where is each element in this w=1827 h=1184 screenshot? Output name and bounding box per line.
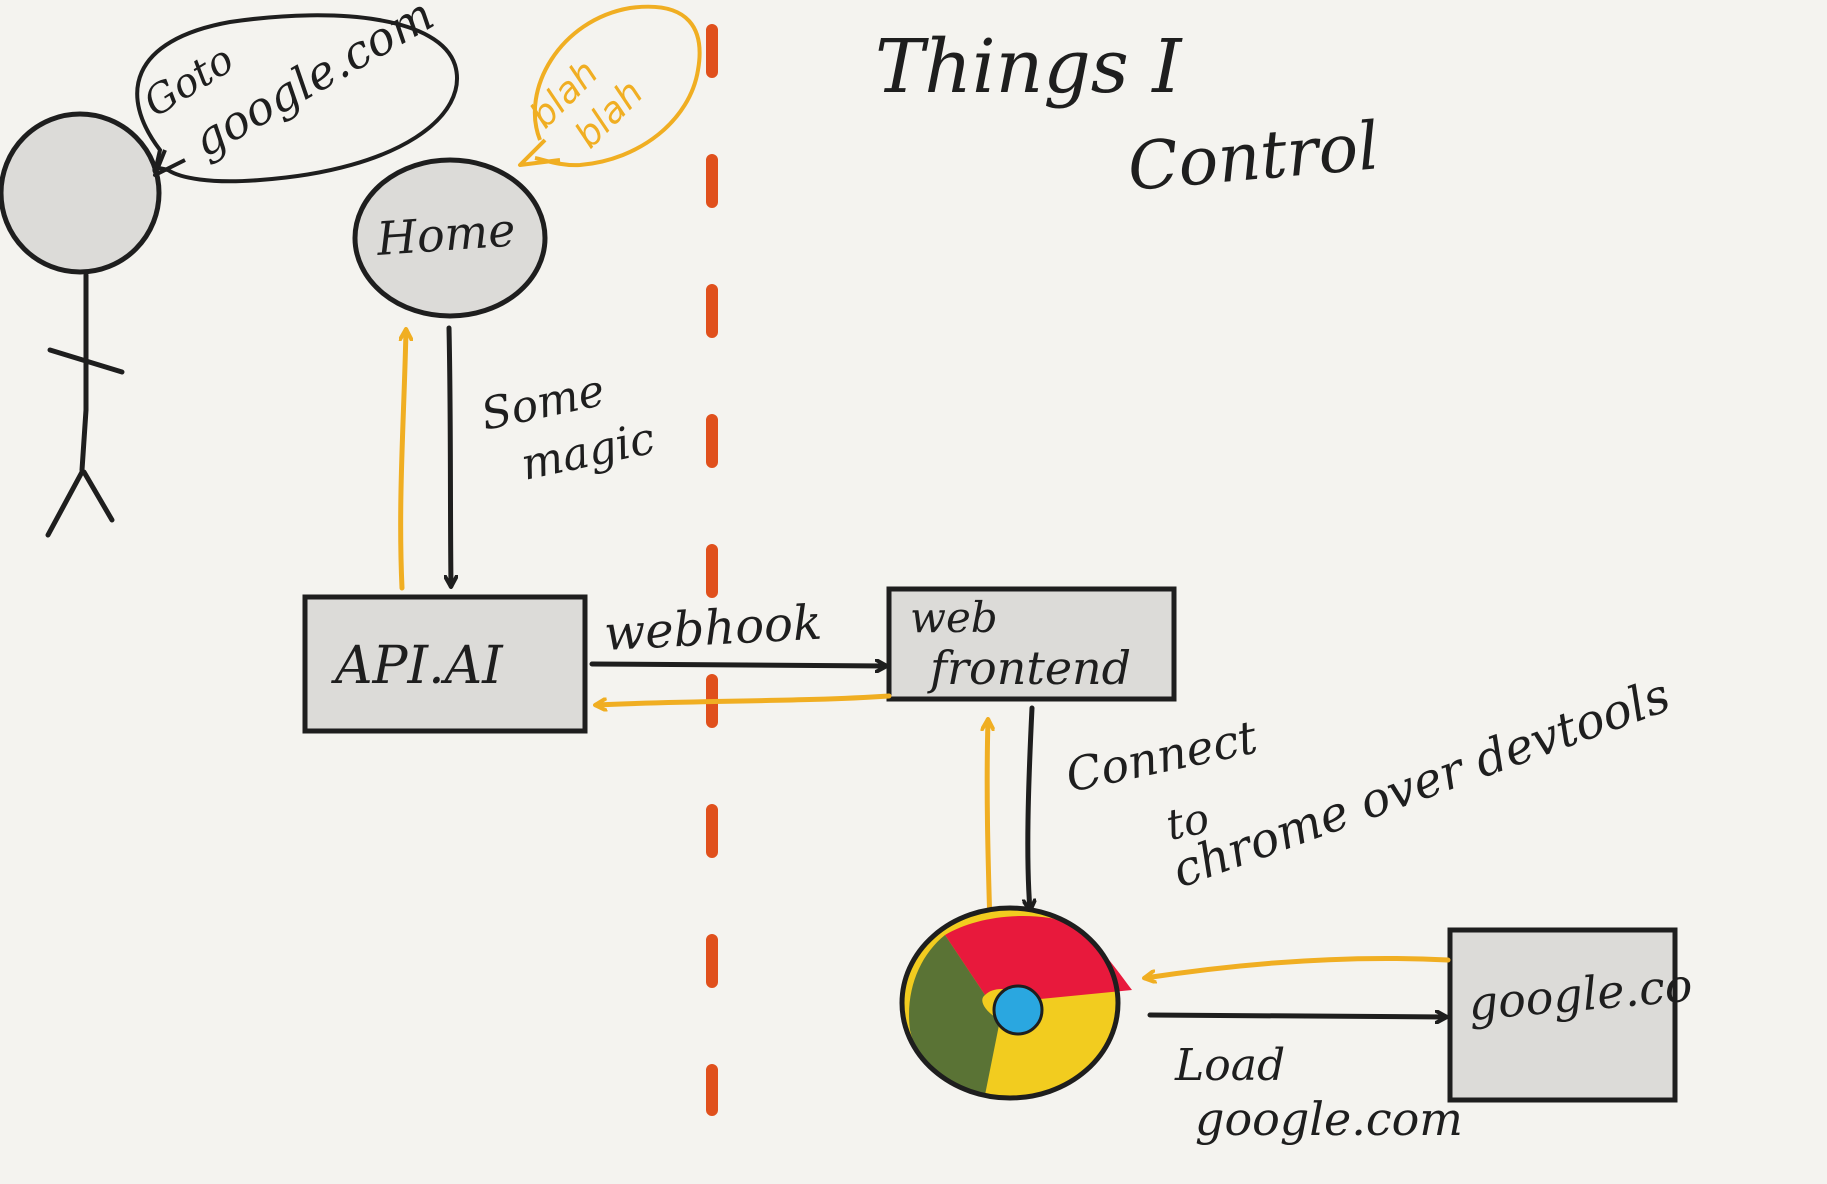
api-ai-label: API.AI <box>331 636 504 696</box>
arrow-chrome-to-google <box>1147 1015 1446 1017</box>
title-line-1: Things I <box>875 24 1183 110</box>
load-line-1: Load <box>1174 1040 1285 1091</box>
chrome-outline <box>899 905 1121 1101</box>
api-ai-node: API.AI <box>302 594 588 734</box>
api-ai-box <box>302 594 588 734</box>
google-site-box <box>1447 927 1678 1103</box>
arrow-chrome-to-frontend <box>987 720 990 928</box>
user-head <box>0 111 162 275</box>
web-frontend-node: web frontend <box>886 586 1177 702</box>
title-line-2: Control <box>1125 107 1382 206</box>
chrome-green-segment <box>909 935 1000 1095</box>
home-node: Home <box>352 157 548 319</box>
connect-line-3: chrome over devtools <box>1165 667 1677 899</box>
connect-line-1: Connect <box>1061 710 1262 803</box>
home-speech-bubble: blah blah <box>518 4 702 168</box>
chrome-blue-center <box>992 984 1044 1036</box>
google-site-node: google.co <box>1447 927 1694 1103</box>
arrow-frontend-to-api <box>596 693 892 705</box>
arrow-api-to-frontend <box>589 664 886 666</box>
user-stick-figure <box>0 111 162 538</box>
web-frontend-box <box>886 586 1177 702</box>
arrow-frontend-to-chrome <box>1028 705 1032 910</box>
chrome-browser-icon <box>899 905 1132 1101</box>
home-ellipse <box>352 157 548 319</box>
web-frontend-line-2: frontend <box>927 641 1131 695</box>
arrow-home-to-api <box>449 325 451 586</box>
arrow-google-to-chrome <box>1145 955 1451 978</box>
web-frontend-line-1: web <box>910 593 998 642</box>
webhook-label: webhook <box>603 595 824 662</box>
load-line-2: google.com <box>1195 1092 1463 1146</box>
connect-line-2: to <box>1162 793 1213 850</box>
user-speech-bubble: Goto google.com <box>135 0 459 184</box>
home-label: Home <box>374 202 517 266</box>
arrow-api-to-home <box>398 330 406 591</box>
